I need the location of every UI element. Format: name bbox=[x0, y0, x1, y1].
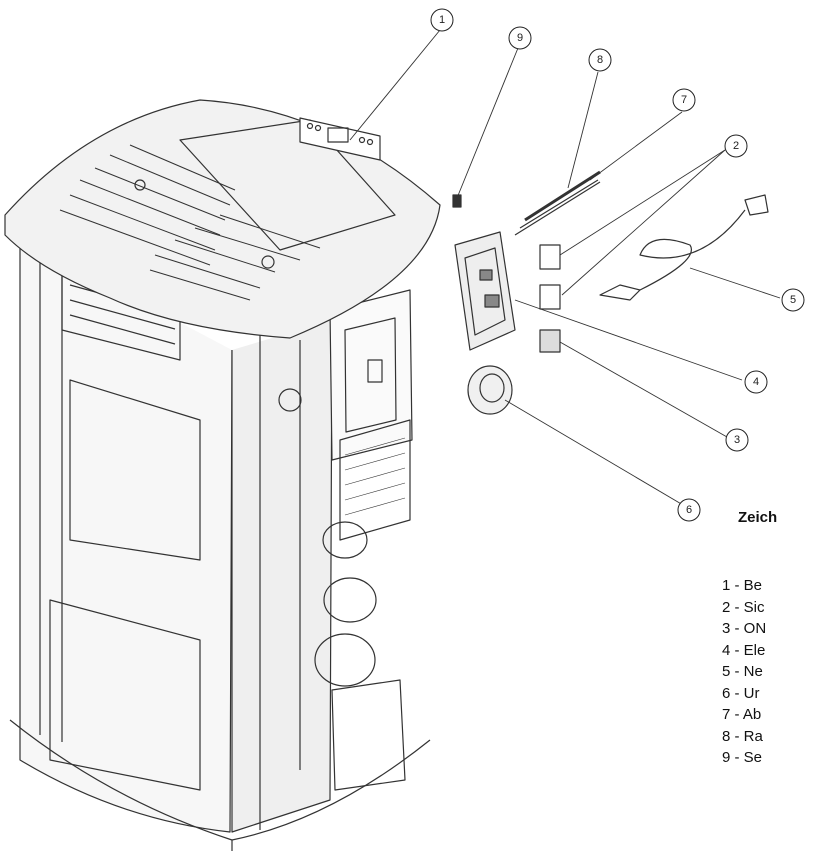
legend-item: 2 - Sic bbox=[722, 598, 765, 616]
legend-item: 6 - Ur bbox=[722, 684, 760, 702]
svg-text:8: 8 bbox=[597, 54, 603, 66]
callout-4: 4 bbox=[744, 370, 768, 394]
stove-top bbox=[4, 99, 441, 339]
svg-text:1: 1 bbox=[439, 14, 445, 26]
callout-2: 2 bbox=[724, 134, 748, 158]
svg-text:9: 9 bbox=[517, 32, 523, 44]
svg-text:3: 3 bbox=[734, 434, 740, 446]
legend-title: Zeich bbox=[738, 509, 778, 526]
legend-item: 5 - Ne bbox=[722, 663, 763, 680]
callout-5: 5 bbox=[781, 288, 805, 312]
legend-list: 1 - Be 2 - Sic 3 - ON 4 - Ele 5 - Ne 6 -… bbox=[722, 575, 766, 769]
callout-8: 8 bbox=[588, 48, 612, 72]
callout-3: 3 bbox=[725, 428, 749, 452]
callout-9: 9 bbox=[508, 26, 532, 50]
svg-text:5: 5 bbox=[790, 294, 796, 306]
exploded-parts bbox=[452, 170, 769, 415]
stove-body bbox=[9, 238, 431, 851]
callout-6: 6 bbox=[677, 498, 701, 522]
legend-item: 8 - Ra bbox=[722, 727, 763, 745]
legend-item: 4 - Ele bbox=[722, 641, 766, 659]
legend-item: 1 - Be bbox=[722, 577, 763, 594]
legend-item: 3 - ON bbox=[722, 620, 767, 637]
callout-1: 1 bbox=[430, 8, 454, 32]
svg-text:7: 7 bbox=[681, 94, 687, 106]
callout-7: 7 bbox=[672, 88, 696, 112]
legend-item: 7 - Ab bbox=[722, 706, 762, 723]
svg-text:2: 2 bbox=[733, 140, 739, 152]
svg-text:4: 4 bbox=[753, 376, 759, 388]
svg-text:6: 6 bbox=[686, 504, 692, 516]
legend-item: 9 - Se bbox=[722, 749, 763, 766]
leader-lines bbox=[349, 29, 781, 506]
